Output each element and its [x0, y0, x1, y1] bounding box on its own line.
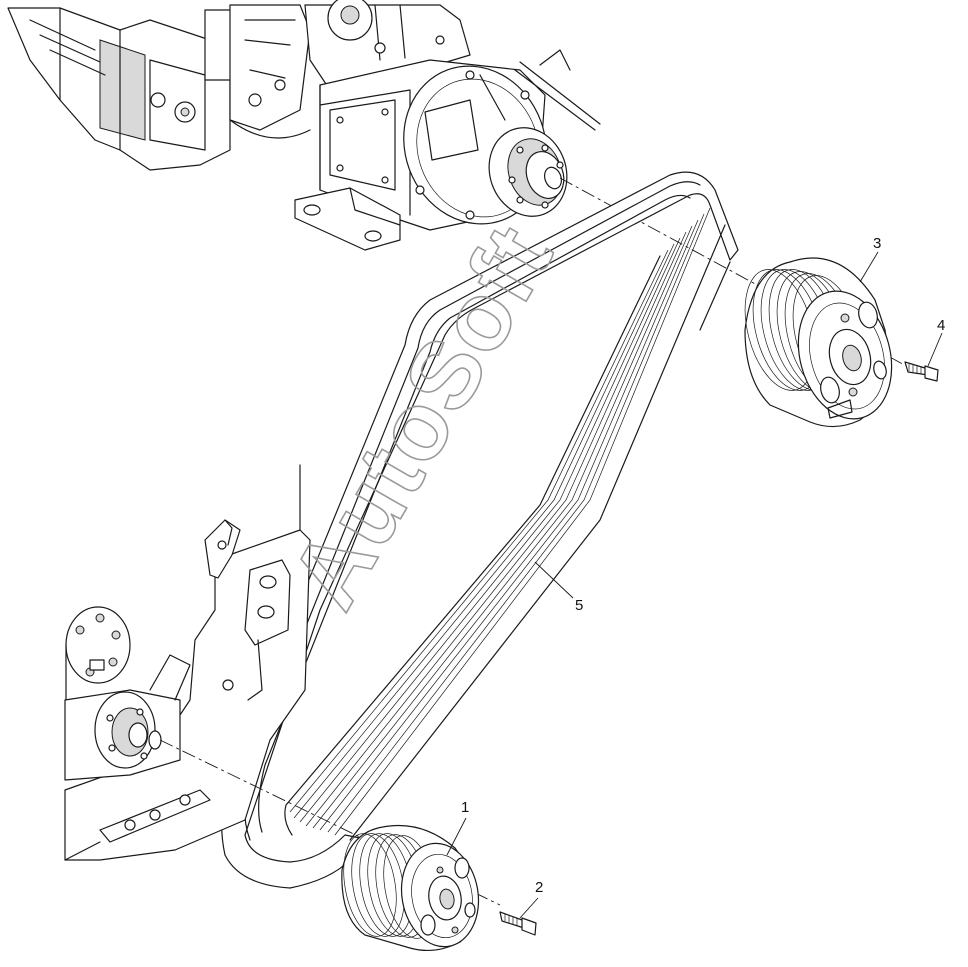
upper-pulley-bolt [904, 361, 939, 382]
lower-drive-assembly [64, 464, 311, 861]
callout-5: 5 [534, 561, 583, 614]
callout-2: 2 [519, 879, 543, 919]
callout-1: 1 [446, 799, 469, 856]
upper-pulley [744, 257, 893, 428]
callout-number-5: 5 [575, 597, 583, 614]
watermark-text: AutoSoft [271, 207, 574, 625]
lower-pulley [341, 824, 480, 952]
callout-3: 3 [859, 235, 881, 283]
lower-shaft-centerline [159, 739, 501, 906]
callout-number-2: 2 [535, 879, 543, 896]
callout-number-3: 3 [873, 235, 881, 252]
callout-number-4: 4 [937, 317, 945, 334]
lower-pulley-bolt [499, 911, 537, 936]
drive-belt [221, 171, 739, 889]
callout-number-1: 1 [461, 799, 469, 816]
callout-4: 4 [927, 317, 945, 367]
engine-gearbox-assembly [7, 0, 601, 251]
